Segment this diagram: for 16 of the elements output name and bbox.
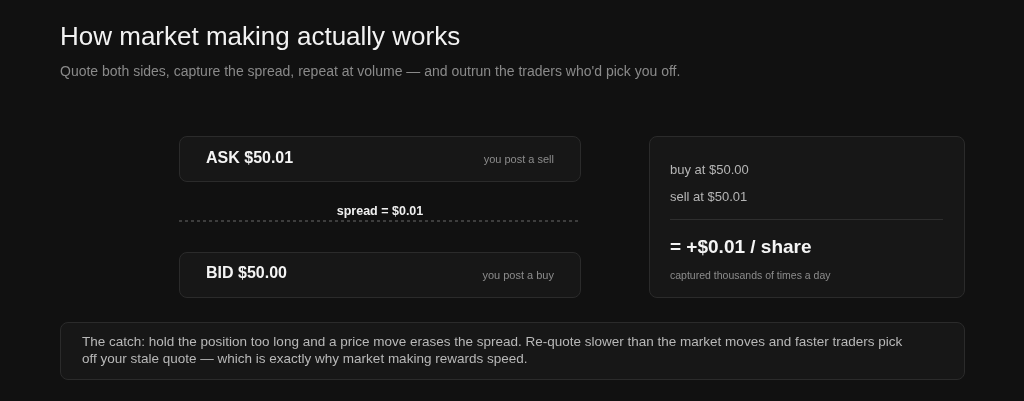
profit-result: = +$0.01 / share	[670, 236, 812, 258]
subtitle: Quote both sides, capture the spread, repeat at volume — and outrun the traders who'd pick you off.	[60, 63, 681, 79]
ask-order-box	[179, 136, 581, 182]
order-note: you post a buy	[482, 269, 554, 281]
title: How market making actually works	[60, 21, 461, 52]
sell-price-line: sell at $50.01	[670, 189, 748, 204]
profit-card	[649, 136, 965, 298]
bid-order-box	[179, 252, 581, 298]
ask-price: ASK $50.01	[206, 149, 294, 167]
bid-price: BID $50.00	[206, 264, 287, 282]
note-box	[60, 322, 965, 380]
spread-label: spread = $0.01	[336, 204, 424, 218]
buy-price-line: buy at $50.00	[670, 162, 749, 177]
order-note: you post a sell	[483, 153, 554, 165]
note-text: The catch: hold the position too long and a price move erases the spread. Re-quote slower than the market moves and faster traders pick off your stale quote — which is exactly why market making rewards speed.	[82, 333, 904, 367]
profit-note: captured thousands of times a day	[670, 269, 831, 281]
